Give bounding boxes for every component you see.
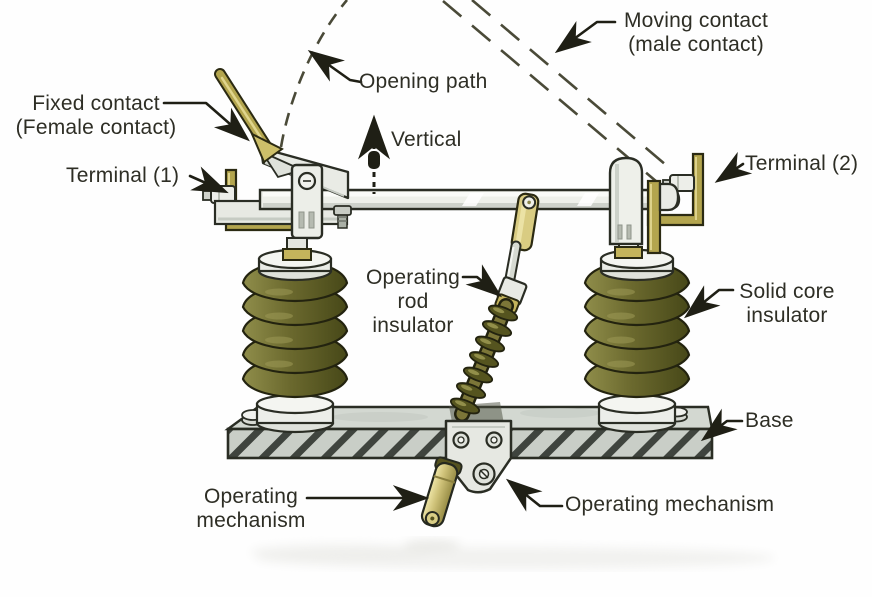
label-operating-rod-insulator-line1: Operating — [365, 266, 461, 289]
label-solid-core-insulator-line1: Solid core — [739, 280, 835, 303]
label-operating-mechanism-left-line2: mechanism — [196, 509, 306, 532]
vertical-arrow — [358, 114, 390, 194]
leader-opening-path — [307, 49, 363, 84]
label-solid-core-insulator: Solid core insulator — [739, 280, 834, 328]
fixed-contact-hook — [214, 68, 284, 164]
leader-moving-contact — [554, 20, 617, 54]
solid-core-insulator-right — [583, 248, 691, 434]
label-operating-mechanism-left-line1: Operating — [203, 485, 299, 508]
blade-bolt — [333, 205, 352, 229]
mechanism-bolts — [452, 431, 503, 486]
leader-operating-mechanism-right — [505, 478, 564, 512]
label-operating-mechanism-left: Operating mechanism — [196, 485, 305, 533]
leader-solid-core-insulator — [683, 285, 735, 319]
label-terminal-2: Terminal (2) — [745, 152, 859, 175]
label-moving-contact: Moving contact (male contact) — [624, 9, 768, 57]
opening-path-arc — [279, 0, 348, 148]
label-operating-rod-insulator: Operating rod insulator — [366, 266, 460, 338]
label-base: Base — [745, 409, 794, 432]
label-terminal-1: Terminal (1) — [66, 164, 180, 187]
label-operating-rod-insulator-line2: rod — [397, 290, 429, 313]
leader-operating-rod-insulator — [461, 264, 503, 298]
hinge-brass-strip — [646, 179, 662, 255]
mechanism-handle — [420, 456, 463, 528]
rod-ribs — [449, 304, 519, 415]
clevis-link — [510, 192, 540, 252]
ground-shadow — [250, 539, 775, 569]
leader-fixed-contact — [162, 101, 250, 142]
label-moving-contact-line1: Moving contact — [623, 9, 769, 32]
leader-base — [700, 408, 744, 442]
label-operating-mechanism-right: Operating mechanism — [565, 493, 775, 516]
blade-end-cap — [658, 182, 680, 212]
leader-terminal-2 — [714, 151, 753, 183]
label-solid-core-insulator-line2: insulator — [746, 304, 828, 327]
label-moving-contact-line2: (male contact) — [628, 33, 764, 56]
label-fixed-contact: Fixed contact (Female contact) — [16, 92, 177, 140]
open-blade-dashed-outline — [442, 0, 674, 183]
label-operating-rod-insulator-line3: insulator — [372, 314, 454, 337]
leader-terminal-1 — [188, 166, 229, 194]
leader-lines — [162, 20, 753, 512]
fixed-contact-hinge-plate — [282, 163, 324, 261]
label-fixed-contact-line1: Fixed contact — [32, 92, 160, 115]
label-fixed-contact-line2: (Female contact) — [15, 116, 177, 139]
solid-core-insulator-left — [241, 248, 349, 434]
label-vertical: Vertical — [391, 128, 462, 151]
label-opening-path: Opening path — [359, 70, 488, 93]
hinge-post — [608, 156, 644, 259]
operating-rod-insulator — [449, 192, 540, 422]
operating-mechanism — [420, 419, 513, 528]
